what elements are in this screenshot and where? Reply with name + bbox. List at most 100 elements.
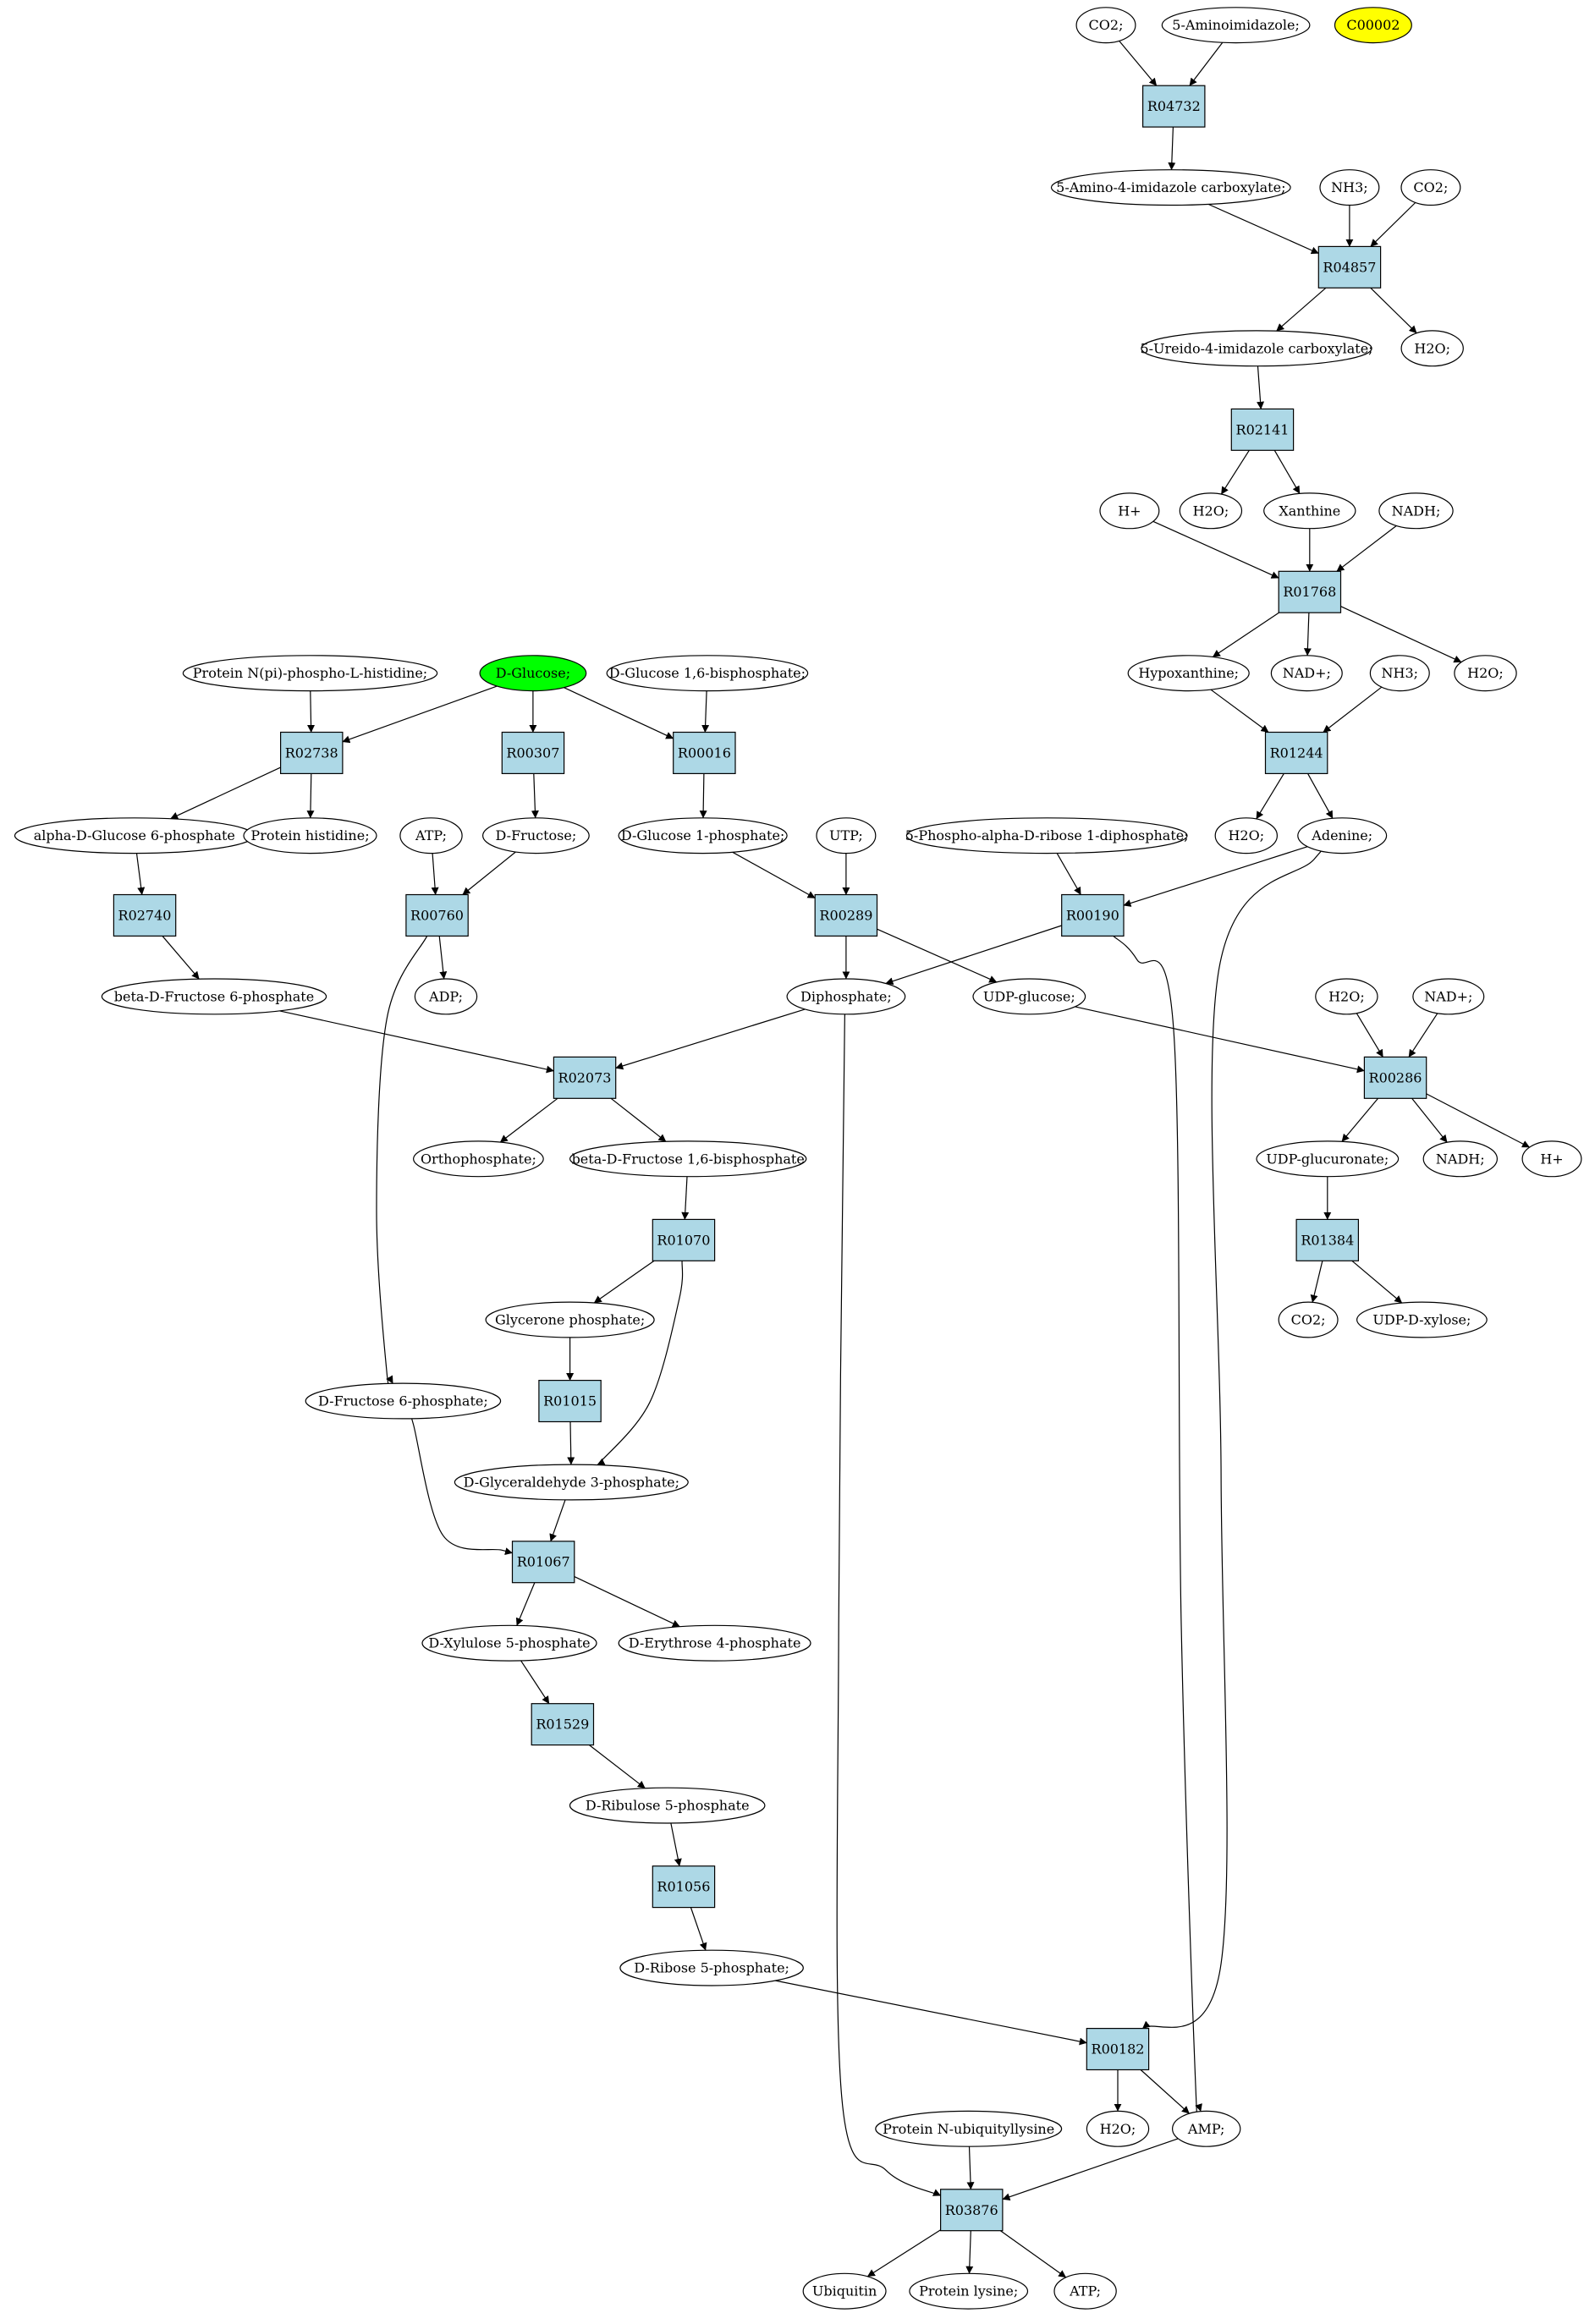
edge-r00760-to-df6p [376, 936, 428, 1389]
compound-node-udpglucuronate: UDP-glucuronate; [1256, 1140, 1400, 1178]
reaction-node-r00289: R00289 [814, 893, 878, 937]
compound-ellipse [1454, 655, 1517, 692]
node-label: R02740 [118, 907, 172, 923]
compound-node-npi_his: Protein N(pi)-phospho-L-histidine; [182, 655, 438, 692]
node-label: 5-Phospho-alpha-D-ribose 1-diphosphate; [905, 827, 1189, 843]
compound-node-amp: AMP; [1171, 2110, 1241, 2147]
edge-r02073-to-orthophosphate [499, 1097, 558, 1143]
reaction-node-r01768: R01768 [1278, 570, 1342, 613]
edge-atp_a-to-r00760 [431, 853, 439, 895]
node-label: CO2; [1413, 179, 1448, 195]
edge-r00190-to-diphosphate [885, 925, 1062, 986]
node-label: H2O; [1328, 988, 1365, 1004]
compound-ellipse [485, 1301, 655, 1338]
reaction-box [1317, 245, 1382, 288]
compound-ellipse [905, 817, 1188, 854]
compound-ellipse [305, 1382, 502, 1420]
reaction-node-r01384: R01384 [1295, 1218, 1359, 1261]
node-label: D-Fructose 6-phosphate; [318, 1393, 488, 1409]
compound-ellipse [421, 1624, 597, 1662]
compound-ellipse [1141, 330, 1372, 367]
compound-node-dfructose: D-Fructose; [482, 817, 590, 854]
node-label: R01244 [1270, 745, 1323, 761]
compound-ellipse [399, 817, 463, 854]
node-label: Protein N(pi)-phospho-L-histidine; [193, 665, 427, 681]
compound-node-protein_his: Protein histidine; [243, 817, 377, 854]
node-label: R01067 [517, 1554, 570, 1570]
compound-node-nadplus_a: NAD+; [1270, 655, 1343, 692]
compound-node-utp: UTP; [816, 817, 877, 854]
compound-ellipse [101, 978, 327, 1015]
compound-node-hplus_b: H+ [1521, 1140, 1582, 1178]
edge-r02073-to-bf16bp [610, 1097, 667, 1142]
compound-node-h2o_e: H2O; [1315, 978, 1378, 1015]
compound-node-nadh_a: NADH; [1378, 492, 1454, 530]
compound-ellipse [454, 1464, 689, 1501]
edge-dribulose5p-to-r01056 [670, 1822, 682, 1867]
node-label: NH3; [1382, 665, 1419, 681]
edge-r02740-to-bf6p [162, 935, 200, 980]
reaction-box [405, 893, 469, 937]
edge-r00289-to-udpglucose [877, 928, 998, 983]
edge-r01015-to-dga3p [567, 1421, 575, 1465]
compound-ellipse [1099, 492, 1160, 530]
reaction-box [553, 1056, 617, 1099]
node-label: UDP-glucose; [983, 988, 1075, 1004]
compound-ellipse [1297, 817, 1388, 854]
edge-r01384-to-co2_c [1310, 1261, 1323, 1303]
node-label: R00182 [1092, 2041, 1145, 2058]
node-label: R00760 [410, 907, 464, 923]
compound-ellipse [618, 817, 788, 854]
compound-node-xanthine: Xanthine [1263, 492, 1356, 530]
reaction-node-r04732: R04732 [1141, 85, 1206, 128]
node-label: H2O; [1228, 827, 1264, 843]
reaction-box [1363, 1056, 1427, 1099]
node-label: 5-Ureido-4-imidazole carboxylate; [1140, 340, 1372, 356]
node-label: R02738 [285, 745, 338, 761]
reaction-node-r00307: R00307 [501, 731, 565, 775]
compound-ellipse [1378, 492, 1454, 530]
edge-nadh_a-to-r01768 [1336, 525, 1397, 572]
compound-node-dglucose: D-Glucose; [479, 655, 587, 692]
node-label: R01056 [657, 1879, 710, 1895]
edge-r01056-to-dribose5p [690, 1907, 707, 1951]
node-label: Adenine; [1311, 827, 1372, 843]
compound-node-glycerone_p: Glycerone phosphate; [485, 1301, 655, 1338]
edge-dx5p-to-r01529 [520, 1660, 550, 1705]
node-label: D-Ribulose 5-phosphate [586, 1798, 750, 1814]
node-label: Protein N-ubiquityllysine [883, 2121, 1054, 2137]
reaction-box [673, 731, 736, 775]
compound-ellipse [786, 978, 906, 1015]
reaction-node-r01015: R01015 [538, 1379, 602, 1423]
compound-ellipse [569, 1787, 766, 1824]
reaction-box [1230, 408, 1295, 451]
compound-ellipse [618, 1624, 811, 1662]
edge-co2_b-to-r04857 [1370, 202, 1416, 247]
edge-bf16bp-to-r01070 [681, 1176, 690, 1220]
node-label: H2O; [1193, 503, 1229, 519]
edge-r00286-to-hplus_b [1426, 1093, 1530, 1148]
node-label: D-Erythrose 4-phosphate [629, 1635, 801, 1651]
compound-node-h2o_d: H2O; [1214, 817, 1279, 854]
edge-diphosphate-to-r03876 [836, 982, 942, 2196]
node-label: R02073 [558, 1069, 612, 1085]
node-label: alpha-D-Glucose 6-phosphate [34, 827, 235, 843]
compound-ellipse [1315, 978, 1378, 1015]
edge-dfructose-to-r00760 [462, 851, 516, 895]
reaction-box [501, 731, 565, 775]
compound-node-nadplus_b: NAD+; [1412, 978, 1485, 1015]
node-label: beta-D-Fructose 6-phosphate [114, 988, 314, 1004]
compound-node-dribulose5p: D-Ribulose 5-phosphate [569, 1787, 766, 1824]
reaction-box [538, 1379, 602, 1423]
edge-bf6p-to-r02073 [279, 1010, 554, 1074]
compound-ellipse [972, 978, 1086, 1015]
reaction-box [531, 1703, 595, 1746]
node-label: R03876 [945, 2202, 998, 2218]
edge-r00286-to-nadh_b [1411, 1097, 1448, 1143]
compound-ellipse [909, 2272, 1029, 2310]
compound-ellipse [1075, 7, 1136, 44]
compound-ellipse [619, 1949, 804, 1986]
edges-layer [135, 41, 1530, 2278]
node-label: R01384 [1301, 1232, 1354, 1248]
node-label: beta-D-Fructose 1,6-bisphosphate [572, 1151, 805, 1167]
